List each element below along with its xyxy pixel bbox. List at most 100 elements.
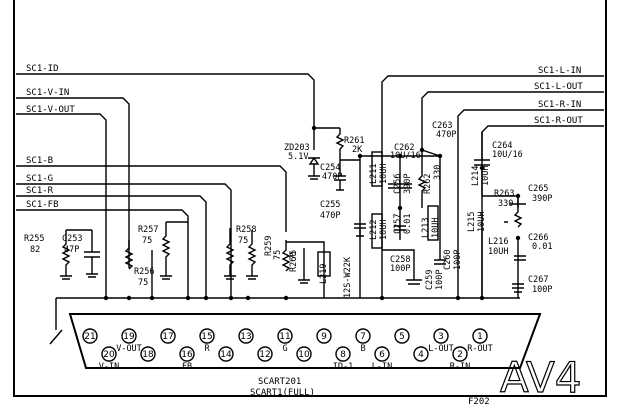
l213-ref: L213 bbox=[421, 218, 431, 238]
scart-pin-19 bbox=[121, 328, 137, 344]
scart-pin-number: 13 bbox=[240, 332, 251, 342]
scart-connector-body bbox=[68, 313, 542, 369]
ground-left bbox=[49, 298, 63, 345]
c253-value: 47P bbox=[64, 245, 79, 255]
l219-value: 12S-W22K bbox=[343, 256, 353, 298]
c253-ref: C253 bbox=[62, 234, 82, 244]
scart-pin-label: ID-1 bbox=[333, 362, 353, 372]
r256-value: 75 bbox=[138, 278, 148, 288]
sheet-border bbox=[13, 0, 607, 397]
l214-ref: L214 bbox=[471, 166, 481, 186]
c256-value: 390P bbox=[403, 174, 413, 194]
label-sc1-r: SC1-R bbox=[26, 186, 54, 196]
scart-pin-3 bbox=[433, 328, 449, 344]
c258-value: 100P bbox=[390, 264, 410, 274]
c256-ref: C256 bbox=[393, 174, 403, 194]
scart-pin-label: B bbox=[360, 344, 365, 354]
scart-pin-label: FB bbox=[182, 362, 192, 372]
l212-ref: L212 bbox=[369, 220, 379, 240]
scart-pin-number: 17 bbox=[162, 332, 173, 342]
scart-pin-label: G bbox=[282, 344, 287, 354]
scart-pin-number: 11 bbox=[279, 332, 290, 342]
c267-value: 100P bbox=[532, 285, 552, 295]
l215-ref: L215 bbox=[467, 212, 477, 232]
scart-pin-number: 10 bbox=[298, 350, 310, 360]
zd203-value: 5.1V bbox=[288, 152, 308, 162]
scart-pin-16 bbox=[179, 346, 195, 362]
c255-value: 470P bbox=[320, 211, 340, 221]
c262-value: 10U/16 bbox=[390, 151, 421, 161]
r259-ref: R259 bbox=[264, 236, 274, 256]
scart-pin-number: 12 bbox=[259, 350, 270, 360]
scart-pin-18 bbox=[140, 346, 156, 362]
label-sc1-r-in: SC1-R-IN bbox=[538, 100, 581, 110]
scart-pin-9 bbox=[316, 328, 332, 344]
r256-ref: R256 bbox=[134, 267, 154, 277]
right-components bbox=[474, 132, 526, 298]
scart-pin-label: R-OUT bbox=[467, 344, 493, 354]
c263-value: 470P bbox=[436, 130, 456, 140]
scart-pin-10 bbox=[296, 346, 312, 362]
scart-pin-number: 14 bbox=[220, 350, 232, 360]
scart-pin-number: 9 bbox=[321, 332, 327, 342]
left-signal-lines bbox=[16, 73, 315, 298]
scart-pin-number: 18 bbox=[142, 350, 154, 360]
block-label-av4: AV4 bbox=[500, 353, 582, 402]
c264-ref: C264 bbox=[492, 141, 512, 151]
c266-value: 0.01 bbox=[532, 242, 552, 252]
r259-value: 75 bbox=[273, 250, 283, 260]
scart-pin-4 bbox=[413, 346, 429, 362]
scart-pin-8 bbox=[335, 346, 351, 362]
c255-ref: C255 bbox=[320, 200, 340, 210]
r257-value: 75 bbox=[142, 236, 152, 246]
r261-ref: R261 bbox=[344, 136, 364, 146]
scart-name: SCART201 bbox=[258, 377, 301, 387]
l214-value: 10UH bbox=[481, 166, 491, 186]
c265-value: 390P bbox=[532, 194, 552, 204]
ref-f202: F202 bbox=[468, 397, 490, 407]
label-sc1-v-out: SC1-V-OUT bbox=[26, 105, 75, 115]
scart-pin-6 bbox=[374, 346, 390, 362]
l212-value: 10UH bbox=[379, 220, 389, 240]
label-sc1-b: SC1-B bbox=[26, 156, 53, 166]
scart-pin-15 bbox=[199, 328, 215, 344]
zd203-ref: ZD203 bbox=[284, 143, 310, 153]
label-sc1-v-in: SC1-V-IN bbox=[26, 88, 69, 98]
l216-ref: L216 bbox=[488, 237, 508, 247]
scart-pin-number: 3 bbox=[438, 332, 444, 342]
scart-pin-number: 15 bbox=[201, 332, 212, 342]
scart-pin-2 bbox=[452, 346, 468, 362]
c254-ref: C254 bbox=[320, 163, 340, 173]
c257-value: 0.01 bbox=[403, 214, 413, 234]
r255-value: 82 bbox=[30, 245, 40, 255]
r263-value: 330 bbox=[498, 199, 513, 209]
center-components bbox=[308, 127, 446, 285]
r255-ref: R255 bbox=[24, 234, 44, 244]
scart-pin-5 bbox=[394, 328, 410, 344]
scart-pin-number: 4 bbox=[418, 350, 424, 360]
scart-pin-label: R bbox=[204, 344, 210, 354]
l213-value: 10UH bbox=[431, 218, 441, 238]
c265-ref: C265 bbox=[528, 184, 548, 194]
c260-ref: C260 bbox=[443, 250, 453, 270]
scart-pin-label: V-IN bbox=[99, 362, 119, 372]
scart-pin-label: L-OUT bbox=[428, 344, 454, 354]
scart-pin-number: 1 bbox=[477, 332, 483, 342]
scart-pin-number: 6 bbox=[379, 350, 385, 360]
scart-pin-label: R-IN bbox=[450, 362, 470, 372]
left-components bbox=[60, 221, 361, 298]
scart-pin-label: L-IN bbox=[372, 362, 392, 372]
label-sc1-r-out: SC1-R-OUT bbox=[534, 116, 583, 126]
label-sc1-l-out: SC1-L-OUT bbox=[534, 82, 583, 92]
c266-ref: C266 bbox=[528, 233, 548, 243]
scart-pin-1 bbox=[472, 328, 488, 344]
c263-ref: C263 bbox=[432, 121, 452, 131]
r262-value: 330 bbox=[433, 165, 443, 180]
scart-pin-17 bbox=[160, 328, 176, 344]
c259-ref: C259 bbox=[425, 270, 435, 290]
c264-value: 10U/16 bbox=[492, 150, 523, 160]
scart-pin-number: 2 bbox=[457, 350, 463, 360]
c260-value: 100P bbox=[453, 250, 463, 270]
